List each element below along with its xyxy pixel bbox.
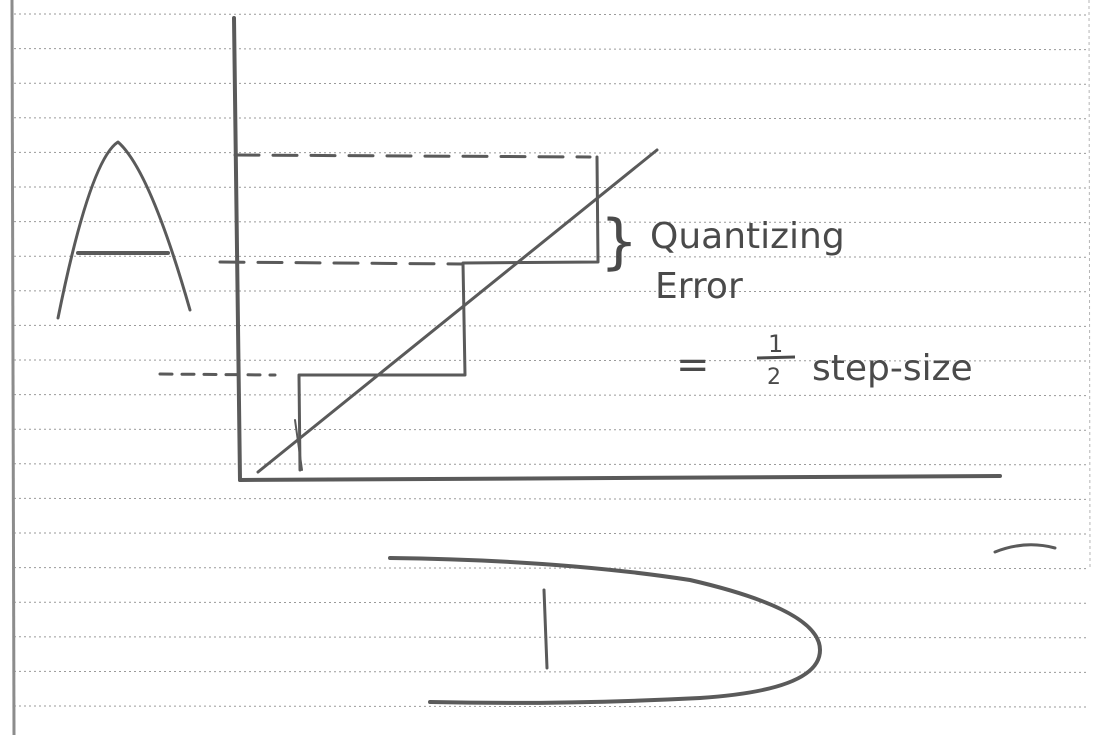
ruled-line xyxy=(13,290,1090,293)
margin-line xyxy=(10,0,16,735)
ruled-line xyxy=(13,82,1090,85)
fraction-denominator: 2 xyxy=(767,365,781,390)
ruled-line xyxy=(13,428,1090,431)
ruled-line xyxy=(13,532,1090,535)
letter-a xyxy=(56,140,192,320)
ruled-line xyxy=(13,601,1090,604)
error-label: Error xyxy=(655,266,743,307)
ruled-line xyxy=(13,567,1090,570)
right-edge-line xyxy=(1088,0,1091,571)
ruled-line xyxy=(13,48,1090,51)
ruled-line xyxy=(13,117,1090,120)
ruled-line xyxy=(13,359,1090,362)
quantizing-label: Quantizing xyxy=(650,216,845,257)
equals-sign: = xyxy=(676,342,710,388)
ruled-line xyxy=(13,324,1090,327)
fraction-bar xyxy=(756,355,796,360)
ruled-lines xyxy=(13,13,1090,708)
ruled-line xyxy=(13,221,1090,224)
fraction-numerator: 1 xyxy=(768,330,783,358)
ruled-line xyxy=(13,636,1090,639)
step-size-label: step-size xyxy=(812,348,973,389)
origin-tick-mark xyxy=(294,419,303,471)
ruled-line xyxy=(13,705,1090,708)
quantizing-error-brace: } xyxy=(600,207,638,277)
ruled-line xyxy=(13,255,1090,258)
ruled-line xyxy=(13,670,1090,673)
ruled-line xyxy=(13,394,1090,397)
ruled-line xyxy=(13,497,1090,500)
ruled-line xyxy=(13,151,1090,154)
ruled-line xyxy=(13,186,1090,189)
partial-circle-edge-mark xyxy=(993,543,1057,554)
ruled-line xyxy=(13,463,1090,466)
graph-axes xyxy=(232,16,1002,482)
staircase-quantized-signal xyxy=(297,155,600,472)
dashed-level-lines xyxy=(158,153,592,377)
ruled-line xyxy=(13,13,1090,16)
letter-d xyxy=(388,556,822,705)
diagonal-analog-line xyxy=(256,148,659,474)
